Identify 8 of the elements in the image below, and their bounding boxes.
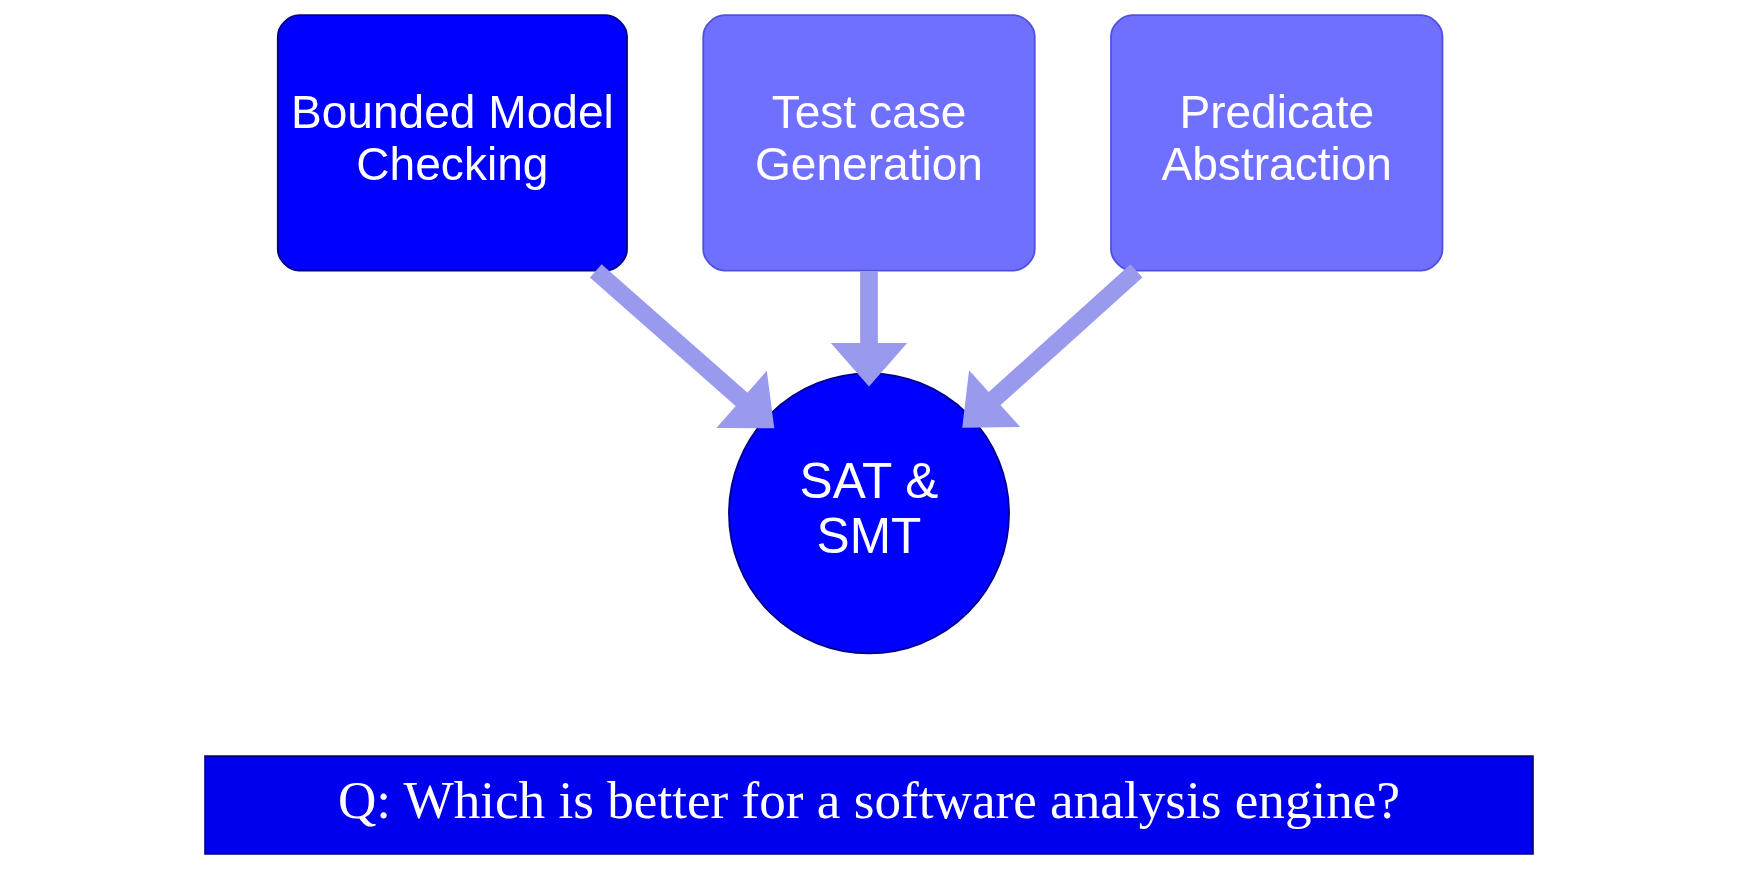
arrow [962,264,1143,428]
arrow [589,264,775,429]
node-circle: SAT & SMT [728,372,1010,655]
node-box: Test case Generation [702,14,1036,272]
node-box: Q: Which is better for a software analysis engine? [204,755,1534,855]
node-box: Bounded Model Checking [276,14,628,272]
arrow [830,270,908,387]
node-box: Predicate Abstraction [1110,14,1444,272]
